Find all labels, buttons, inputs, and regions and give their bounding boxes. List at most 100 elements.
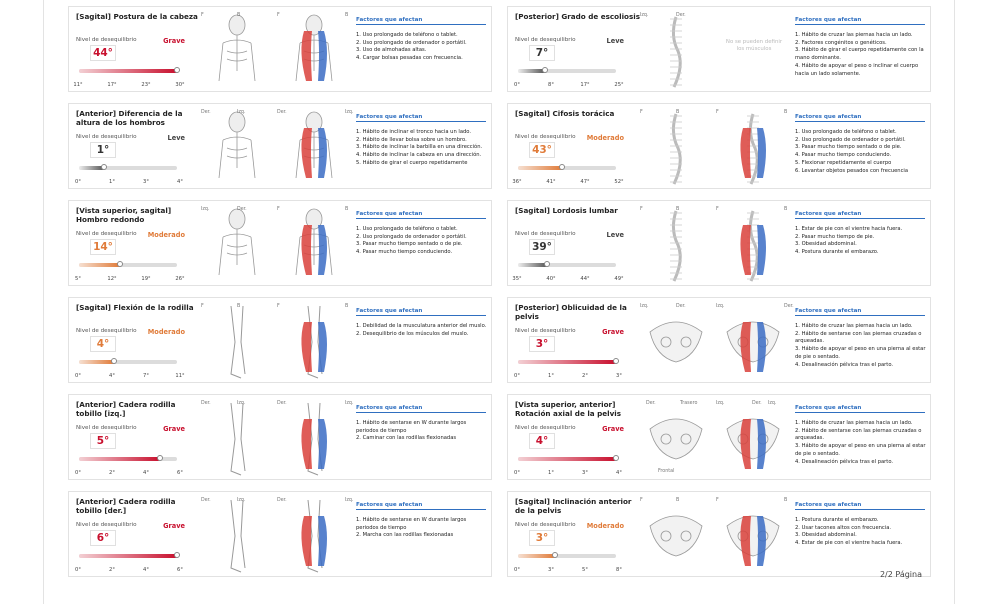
scale-tick: 19° [141,276,151,282]
direction-label: B [784,110,788,115]
imbalance-level-label: Nivel de desequilibrio [515,328,576,334]
scale-tick: 36° [512,179,522,185]
posture-diagram [218,208,256,276]
factors-heading: Factores que afectan [795,502,925,510]
direction-label: Izq. [768,401,777,406]
posture-diagram [649,418,703,460]
severity-label: Grave [602,328,624,336]
measured-value: 39° [529,239,555,255]
scale-tick: 3° [548,567,554,573]
scale-tick: 52° [614,179,624,185]
scale-tick: 12° [107,276,117,282]
severity-bar-marker [174,552,180,558]
direction-label: Izq. [345,401,354,406]
severity-bar-marker [542,67,549,73]
scale-tick: 0° [75,470,81,476]
direction-label: Trasero [680,401,698,406]
direction-label: F [277,207,280,212]
severity-bar-marker [174,67,180,73]
severity-bar-fill [518,69,546,73]
scale-tick: 0° [514,373,520,379]
factor-item: 2. Caminar con las rodillas flexionadas [356,435,457,442]
factor-item: 4. Cargar bolsas pesadas con frecuencia. [356,55,463,62]
measured-value: 5° [90,433,116,449]
factors-list: 1. Hábito de cruzar las piernas hacia un… [795,420,927,466]
factor-item: 1. Estar de pie con el vientre hacia fue… [795,226,903,232]
page-indicator: 2/2 Página [879,570,922,579]
muscle-diagram [740,113,766,185]
scale-tick: 4° [109,373,115,379]
severity-label: Moderado [586,522,624,530]
direction-label: B [345,13,349,18]
direction-label: F [640,498,643,503]
direction-label: B [676,207,680,212]
measured-value: 4° [529,433,555,449]
direction-label: F [277,304,280,309]
factor-item: 2. Hábito de llevar bolsa sobre un hombr… [356,136,467,143]
factors-heading: Factores que afectan [795,211,925,219]
scale-tick: 2° [109,470,115,476]
card-title: [Vista superior, sagital] Hombro redondo [76,206,172,224]
factor-item: 3. Hábito de apoyar el peso en una piern… [795,346,926,360]
direction-label: F [201,304,204,309]
scale-tick: 44° [580,276,590,282]
scale-ticks: 0°4°7°11° [74,373,185,381]
scale-ticks: 0°1°2°3° [513,373,623,381]
severity-bar-fill [79,554,177,558]
direction-label: B [345,207,349,212]
posture-diagram [230,499,246,573]
factor-item: 4. Hábito de apoyar el peso o inclinar e… [795,62,919,77]
scale-tick: 1° [548,470,554,476]
severity-bar-marker [100,164,107,170]
direction-label: Izq. [237,110,246,115]
muscle-diagram [740,210,766,282]
factors-list: 1. Debilidad de la musculatura anterior … [356,323,488,338]
severity-label: Moderado [586,134,624,142]
scale-tick: 41° [546,179,556,185]
severity-bar-fill [518,554,556,558]
factors-list: 1. Hábito de inclinar el tronco hacia un… [356,129,488,168]
severity-bar-fill [518,166,563,170]
severity-label: Moderado [147,231,185,239]
factors-heading: Factores que afectan [795,405,925,413]
severity-bar [79,552,180,558]
severity-label: Grave [602,425,624,433]
scale-tick: 47° [580,179,590,185]
severity-bar [518,261,616,267]
factors-list: 1. Hábito de cruzar las piernas hacia un… [795,32,927,78]
scale-tick: 17° [580,82,590,88]
severity-bar [79,358,177,364]
scale-tick: 1° [109,179,115,185]
posture-diagram [670,113,682,185]
scale-tick: 11° [175,373,185,379]
scale-tick: 7° [143,373,149,379]
severity-label: Leve [167,134,185,142]
direction-label: B [676,110,680,115]
factor-item: 1. Uso prolongado de teléfono o tablet. [356,226,458,232]
scale-tick: 2° [582,373,588,379]
factor-item: 3. Uso de almohadas altas. [356,47,427,54]
scale-tick: 1° [548,373,554,379]
factors-heading: Factores que afectan [356,405,486,413]
direction-label: Izq. [640,13,649,18]
assessment-card-c10: [Vista superior, anterior] Rotación axia… [507,394,931,480]
severity-bar [518,164,616,170]
posture-diagram [670,16,682,88]
direction-label: B [237,13,241,18]
direction-label: F [716,207,719,212]
factor-item: 3. Hábito de girar el cuerpo repetidamen… [795,47,924,62]
imbalance-level-label: Nivel de desequilibrio [76,522,137,528]
factors-heading: Factores que afectan [356,211,486,219]
muscle-diagram [301,499,327,573]
severity-bar [79,164,177,170]
factor-item: 1. Hábito de sentarse en W durante largo… [356,517,467,531]
posture-diagram [218,14,256,82]
assessment-card-c9: [Anterior] Cadera rodilla tobillo [izq.]… [68,394,492,480]
severity-label: Grave [163,37,185,45]
scale-tick: 4° [143,567,149,573]
scale-tick: 8° [616,567,622,573]
